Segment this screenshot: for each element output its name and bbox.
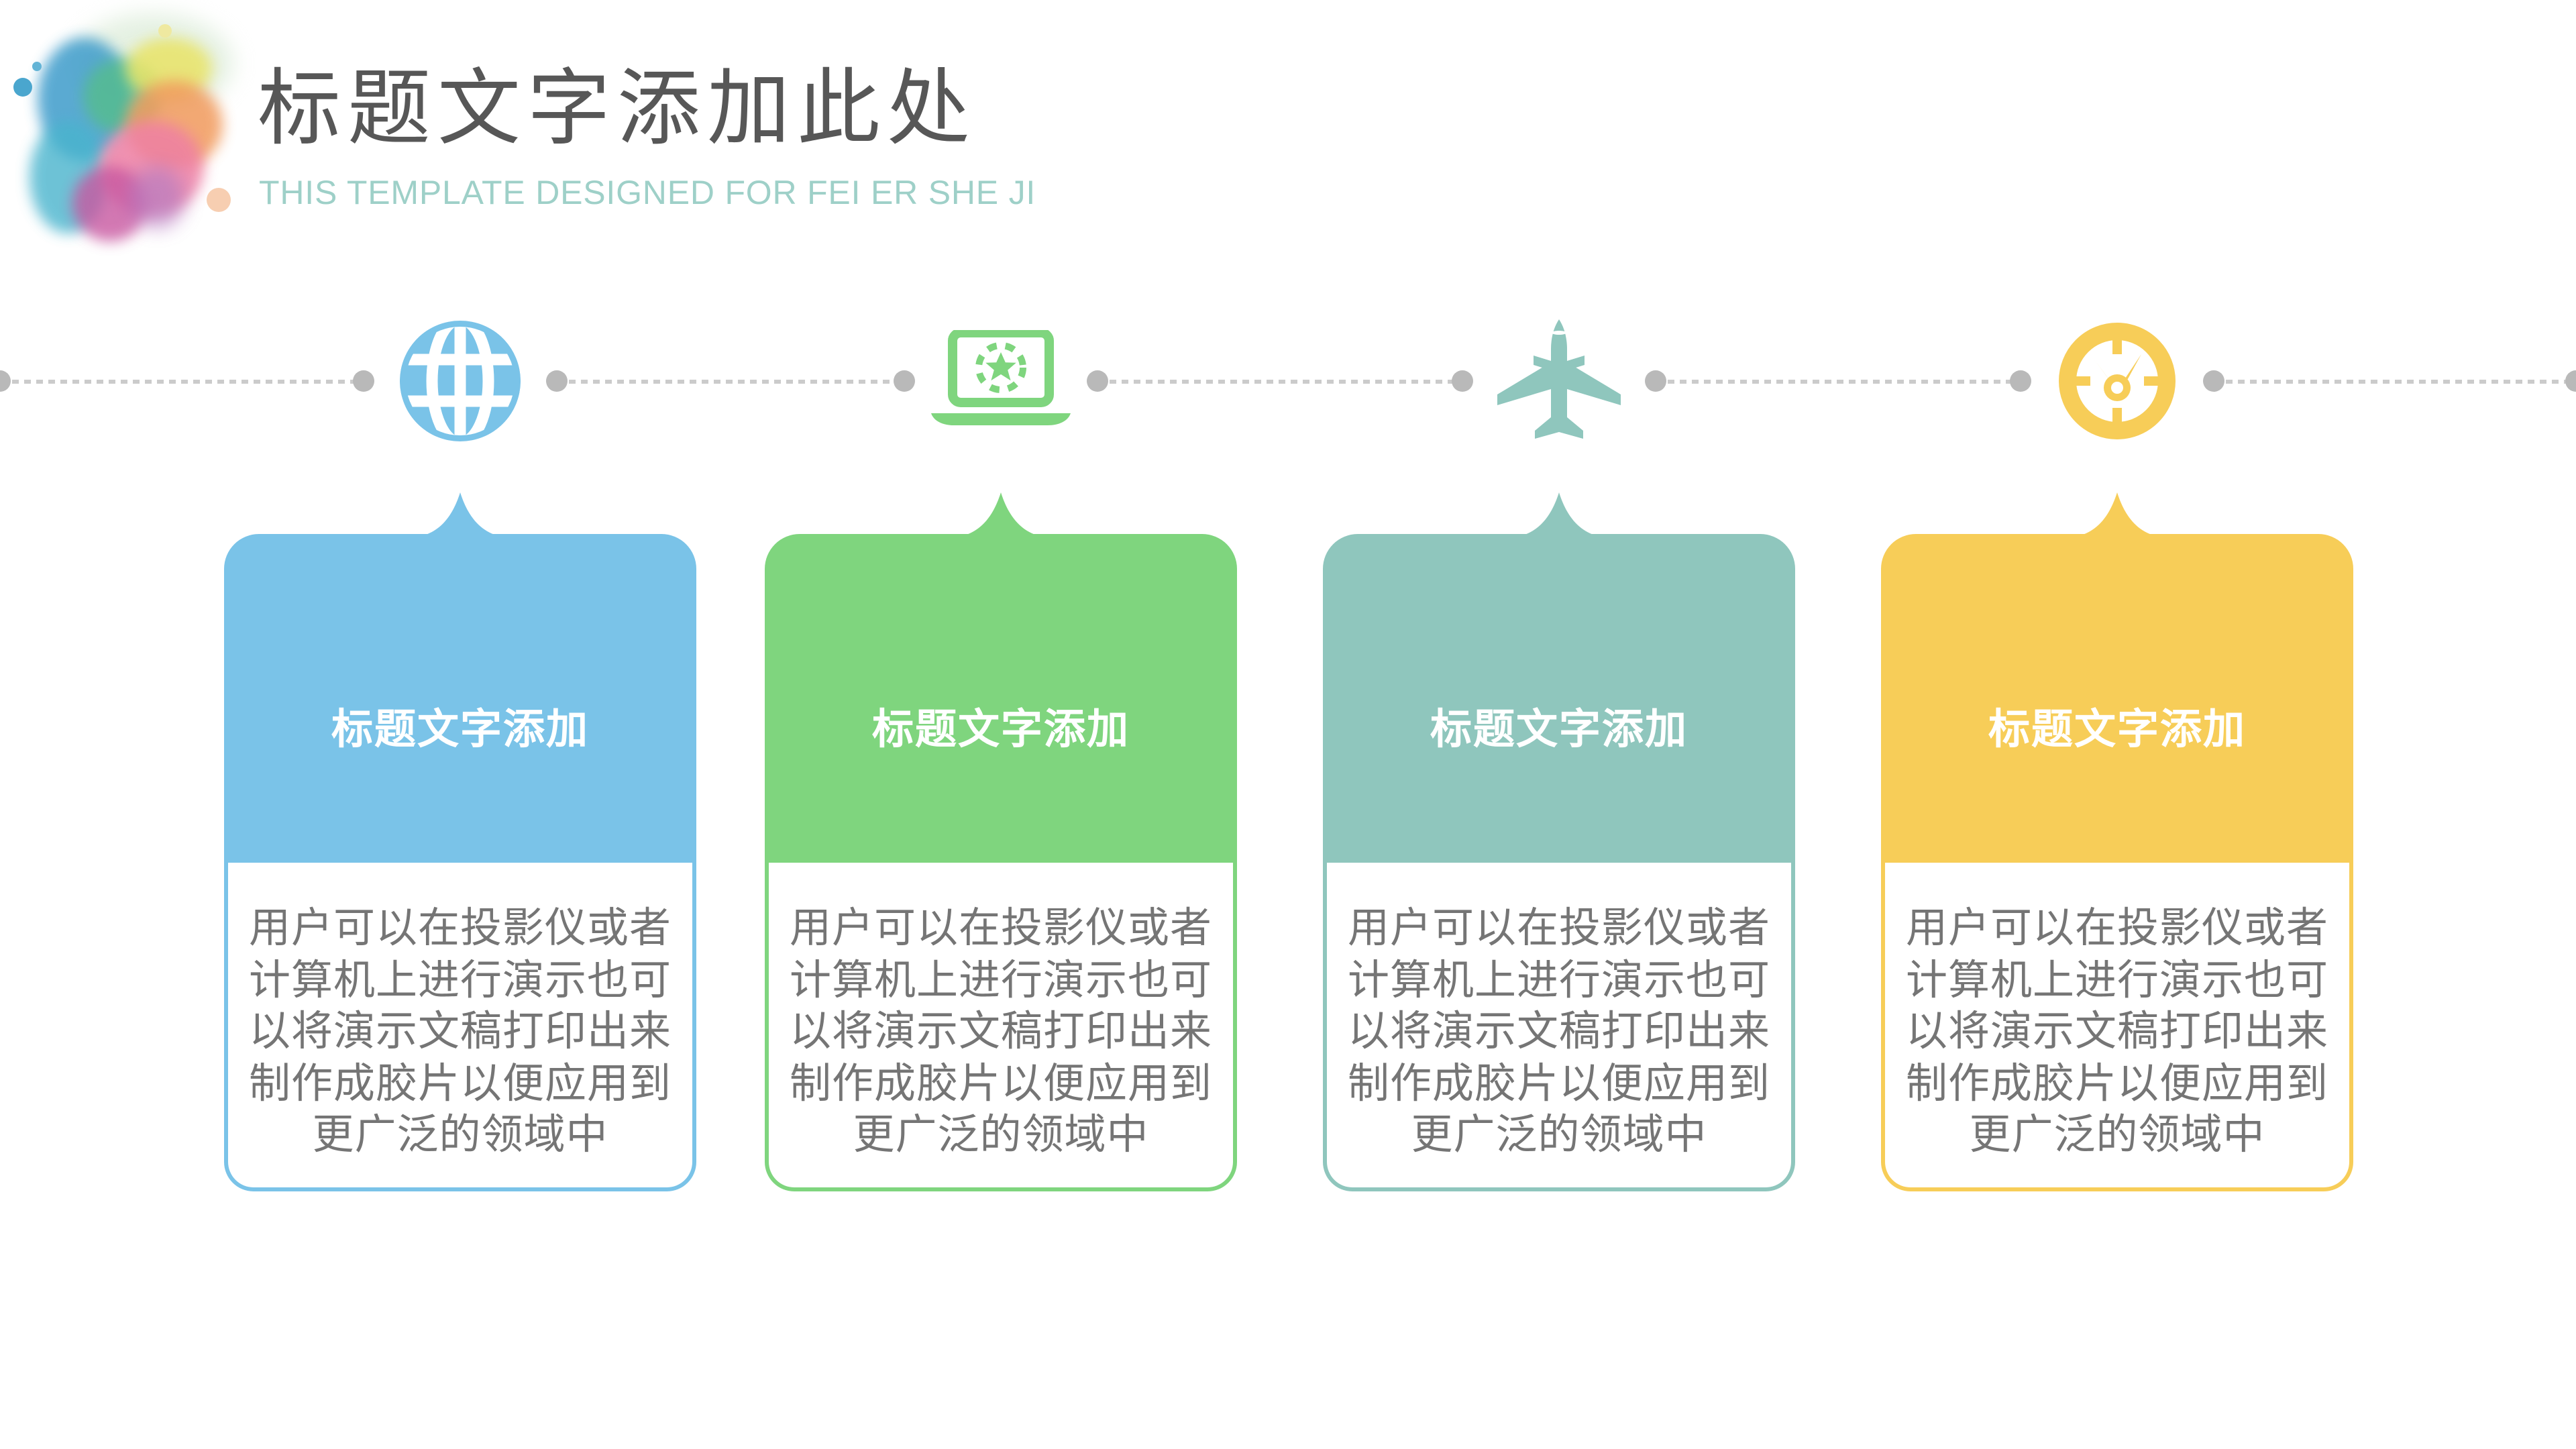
step-card-4[interactable]: 标题文字添加 用户可以在投影仪或者 计算机上进行演示也可 以将演示文稿打印出来 … xyxy=(1881,492,2353,1191)
timeline-dot xyxy=(1087,370,1108,392)
body-line: 制作成胶片以便应用到 xyxy=(1348,1059,1770,1106)
card-header: 标题文字添加 xyxy=(224,534,696,863)
card-pointer-tail xyxy=(1517,492,1601,537)
card-heading: 标题文字添加 xyxy=(1988,706,2246,753)
body-line: 计算机上进行演示也可 xyxy=(249,956,672,1003)
body-line: 以将演示文稿打印出来 xyxy=(1906,1008,2328,1055)
watercolor-dot xyxy=(207,188,231,212)
timeline-dot xyxy=(2203,370,2224,392)
card-heading: 标题文字添加 xyxy=(1430,706,1688,753)
timeline-dash-segment xyxy=(0,380,364,384)
card-heading: 标题文字添加 xyxy=(872,706,1130,753)
timeline-dot xyxy=(353,370,374,392)
card-header: 标题文字添加 xyxy=(1881,534,2353,863)
card-body: 用户可以在投影仪或者 计算机上进行演示也可 以将演示文稿打印出来 制作成胶片以便… xyxy=(224,863,696,1191)
stopwatch-icon xyxy=(2058,322,2176,440)
body-line: 计算机上进行演示也可 xyxy=(1348,956,1770,1003)
body-line: 制作成胶片以便应用到 xyxy=(790,1059,1212,1106)
body-line: 制作成胶片以便应用到 xyxy=(1906,1059,2328,1106)
timeline-dot xyxy=(1645,370,1666,392)
step-card-2[interactable]: 标题文字添加 用户可以在投影仪或者 计算机上进行演示也可 以将演示文稿打印出来 … xyxy=(765,492,1237,1191)
body-line: 更广泛的领域中 xyxy=(312,1111,608,1158)
body-line: 更广泛的领域中 xyxy=(1969,1111,2265,1158)
watercolor-splash-logo xyxy=(3,8,244,250)
step-card-3[interactable]: 标题文字添加 用户可以在投影仪或者 计算机上进行演示也可 以将演示文稿打印出来 … xyxy=(1323,492,1795,1191)
body-line: 以将演示文稿打印出来 xyxy=(1348,1008,1770,1055)
body-line: 以将演示文稿打印出来 xyxy=(790,1008,1212,1055)
slide-subtitle[interactable]: THIS TEMPLATE DESIGNED FOR FEI ER SHE JI xyxy=(259,174,1036,212)
body-line: 更广泛的领域中 xyxy=(853,1111,1149,1158)
timeline-edge-dot xyxy=(2565,370,2576,392)
timeline-dash-segment xyxy=(1656,380,2021,384)
timeline-edge-dot xyxy=(0,370,11,392)
card-body: 用户可以在投影仪或者 计算机上进行演示也可 以将演示文稿打印出来 制作成胶片以便… xyxy=(1881,863,2353,1191)
body-line: 用户可以在投影仪或者 xyxy=(1906,904,2328,951)
card-pointer-tail xyxy=(419,492,502,537)
watercolor-dot xyxy=(158,24,172,38)
slide-title[interactable]: 标题文字添加此处 xyxy=(258,63,977,156)
body-line: 计算机上进行演示也可 xyxy=(790,956,1212,1003)
card-body: 用户可以在投影仪或者 计算机上进行演示也可 以将演示文稿打印出来 制作成胶片以便… xyxy=(1323,863,1795,1191)
body-line: 更广泛的领域中 xyxy=(1411,1111,1707,1158)
globe-icon xyxy=(400,321,521,441)
airplane-icon xyxy=(1492,318,1626,444)
card-pointer-tail xyxy=(2076,492,2159,537)
timeline-dot xyxy=(2010,370,2031,392)
timeline-dash-segment xyxy=(557,380,904,384)
watercolor-dot xyxy=(32,62,42,71)
card-header: 标题文字添加 xyxy=(1323,534,1795,863)
laptop-star-icon xyxy=(931,330,1071,432)
card-pointer-tail xyxy=(959,492,1042,537)
step-card-1[interactable]: 标题文字添加 用户可以在投影仪或者 计算机上进行演示也可 以将演示文稿打印出来 … xyxy=(224,492,696,1191)
watercolor-dot xyxy=(13,78,32,97)
body-line: 制作成胶片以便应用到 xyxy=(249,1059,672,1106)
body-line: 以将演示文稿打印出来 xyxy=(249,1008,672,1055)
card-header: 标题文字添加 xyxy=(765,534,1237,863)
timeline-dot xyxy=(546,370,568,392)
card-heading: 标题文字添加 xyxy=(331,706,589,753)
card-body: 用户可以在投影仪或者 计算机上进行演示也可 以将演示文稿打印出来 制作成胶片以便… xyxy=(765,863,1237,1191)
watercolor-blob xyxy=(129,166,185,228)
body-line: 计算机上进行演示也可 xyxy=(1906,956,2328,1003)
body-line: 用户可以在投影仪或者 xyxy=(249,904,672,951)
timeline-dash-segment xyxy=(1097,380,1462,384)
timeline-dash-segment xyxy=(2214,380,2576,384)
timeline-dot xyxy=(894,370,915,392)
body-line: 用户可以在投影仪或者 xyxy=(790,904,1212,951)
body-line: 用户可以在投影仪或者 xyxy=(1348,904,1770,951)
timeline-dot xyxy=(1452,370,1473,392)
